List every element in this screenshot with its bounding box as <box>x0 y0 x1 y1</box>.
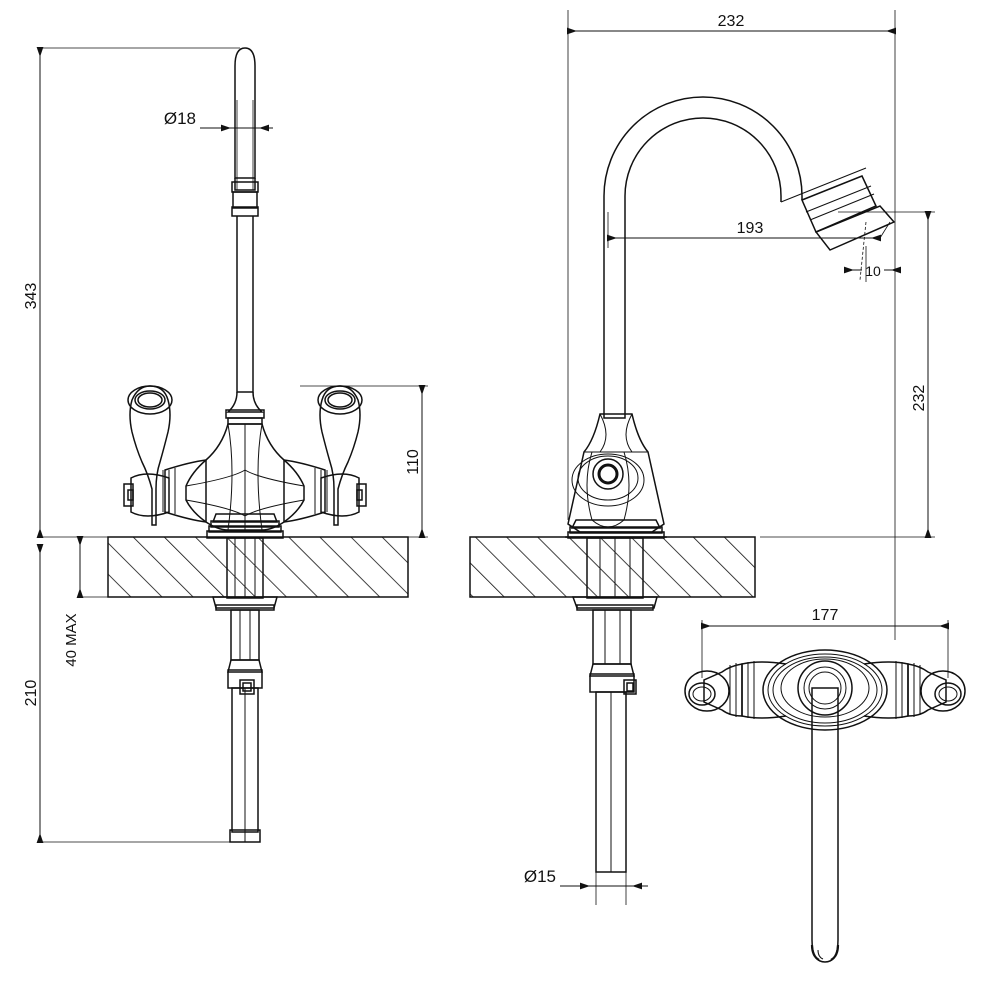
dim-232-reach <box>567 10 896 640</box>
dim-label-dia18: Ø18 <box>164 109 196 128</box>
dim-label-177: 177 <box>812 607 839 624</box>
dim-110 <box>300 385 428 538</box>
view-side-elevation <box>469 96 896 873</box>
countertop-section-side <box>469 536 756 598</box>
dim-label-193: 193 <box>737 220 764 237</box>
dim-label-232-height: 232 <box>911 385 928 412</box>
dim-177 <box>701 620 949 678</box>
spout-column-front <box>225 47 265 425</box>
gooseneck-spout-side <box>603 96 896 400</box>
dimension-labels-plan: 177 <box>812 607 839 624</box>
dimension-labels-front: 343 210 40 MAX Ø18 110 <box>23 109 422 706</box>
base-escutcheon-front <box>206 513 284 539</box>
mixer-body-side <box>565 400 667 539</box>
dimension-labels-side: 232 193 232 10 Ø15 <box>524 13 928 886</box>
dim-40max <box>76 536 215 598</box>
plan-escutcheon <box>762 649 888 731</box>
dim-label-210: 210 <box>23 680 40 707</box>
handle-left-front[interactable] <box>123 385 207 526</box>
dimensions-side-view <box>560 10 935 905</box>
plan-handle-right[interactable] <box>863 661 966 719</box>
dimensions-front-view <box>36 47 428 843</box>
plan-handle-left[interactable] <box>684 661 787 719</box>
dim-label-dia15: Ø15 <box>524 867 556 886</box>
dim-label-232-reach: 232 <box>718 13 745 30</box>
dim-label-10-outlet: 10 <box>865 263 881 279</box>
dim-dia15 <box>560 872 648 905</box>
dim-label-40max: 40 MAX <box>63 613 80 666</box>
countertop-section-front <box>107 536 409 598</box>
dim-label-110: 110 <box>405 449 422 475</box>
dim-210 <box>36 544 232 843</box>
dimensions-top-plan <box>701 620 949 678</box>
dim-label-343: 343 <box>23 283 40 310</box>
dim-dia18 <box>200 100 273 190</box>
mounting-shank-side <box>571 537 658 873</box>
dim-193 <box>607 212 891 248</box>
view-front-elevation <box>107 47 409 843</box>
plan-spout <box>810 687 840 963</box>
mounting-shank-front <box>212 537 278 843</box>
mixer-body-front <box>185 423 305 531</box>
dim-10-outlet <box>844 221 901 282</box>
dim-343 <box>36 47 240 538</box>
view-top-plan <box>684 649 966 963</box>
dim-232-height <box>760 211 935 538</box>
